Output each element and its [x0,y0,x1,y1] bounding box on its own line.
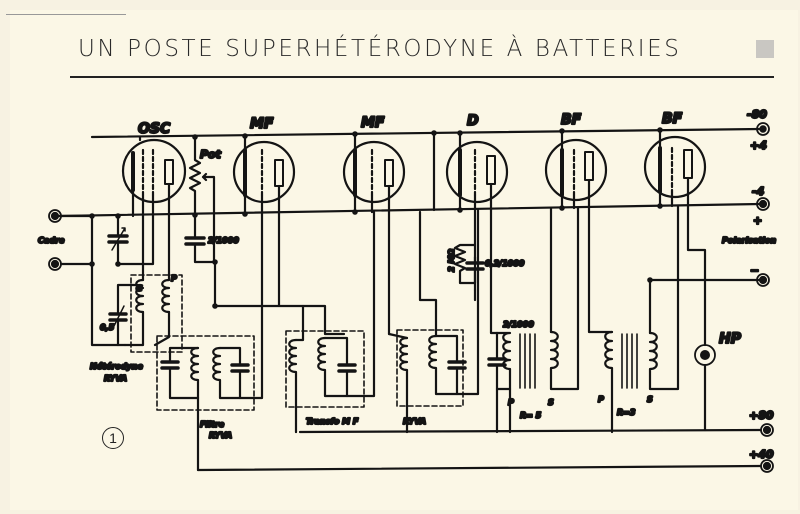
top-rule [6,14,126,15]
title-underline [70,76,774,78]
transformer2-s-label: S [647,395,653,404]
terminal-sublabel-plus4: +4 [750,139,767,152]
loudspeaker-hp [686,204,716,432]
terminal-minus80 [756,122,770,136]
heterodyne-coil [123,214,183,353]
figure-number: 1 [102,427,124,449]
terminal-sublabel-plus: + [753,214,762,227]
coil-g-label: G [136,284,143,293]
terminal-plus80 [760,423,774,437]
tube-label-mf-2: MF [361,115,385,131]
transformer1-ratio-label: R= 5 [520,411,542,420]
terminal-polarisation [756,273,770,287]
terminal-label-plus80: +80 [749,409,774,422]
hp-label: HP [719,331,742,347]
wire-mf2-plate [370,210,391,336]
rail-top [90,127,762,139]
terminal-label-minus80: -80 [747,108,767,121]
tube-detector [445,131,509,212]
transformer1-s-label: S [548,398,554,407]
tube-mf-1 [232,135,296,216]
cap-osc-label: 2/1000 [208,236,239,245]
cap-bf-label: 2/1000 [503,320,534,329]
heterodyne-label: Hétérodyne [90,361,143,371]
capacitor-0-5 [108,283,140,347]
tube-label-mf-1: MF [250,116,274,132]
rail-plus40 [196,464,762,472]
filtre-brand: RYVA [209,431,232,440]
cadre-label: Cadre [38,236,65,245]
ryva-mf-label: RYVA [403,417,426,426]
res-det-label: 2 MΩ [447,249,456,272]
rail-minus4 [56,202,762,218]
bf-transformer-2 [604,204,680,434]
page-title: UN POSTE SUPERHÉTÉRODYNE À BATTERIES [78,36,682,62]
coil-p-label: P [171,274,177,283]
heterodyne-brand: RYVA [104,374,127,383]
tube-label-bf-2: BF [662,111,683,127]
capacitor-2-1000-osc [184,213,217,264]
tube-bf-1 [544,130,608,210]
wire-bf1-plate [587,206,614,334]
tube-mf-2 [342,132,406,214]
cap-05-label: 0,5 [100,323,115,332]
terminal-label-minus: − [750,264,759,277]
rail-plus80 [298,428,762,434]
tube-osc [121,135,187,218]
detector-grid-leak [432,131,485,302]
polarisation-label: Polarisation [722,236,776,245]
title-square-marker [756,40,774,58]
transformer2-p-label: P [598,395,604,404]
bf-transformer-1 [487,206,580,434]
tube-label-detector: D [467,113,479,129]
terminal-label-plus40: +40 [749,448,774,461]
tube-label-osc: OSC [138,121,171,137]
terminal-label-minus4: -4 [752,185,764,198]
filtre-label: Filtre [200,420,225,429]
cadre-input-circuit [59,214,155,347]
transfo-label: Transfo M F [306,417,359,426]
potentiometer [188,135,216,264]
terminal-cadre-bottom [48,257,62,271]
terminal-plus40 [760,459,774,473]
transformer1-p-label: P [508,398,514,407]
filtre-coil [156,260,264,472]
ryva-mf-coil [387,208,480,434]
tube-label-bf-1: BF [561,112,582,128]
tube-bf-2 [643,128,707,208]
transformer2-ratio-label: R=3 [617,408,636,417]
wire-det-plate [489,208,499,335]
transfo-mf-coil [285,210,376,434]
pot-label: Pot [200,148,222,161]
paper-background [10,10,798,510]
terminal-minus4 [756,197,770,211]
cap-det-label: 0,2/1000 [485,259,525,268]
